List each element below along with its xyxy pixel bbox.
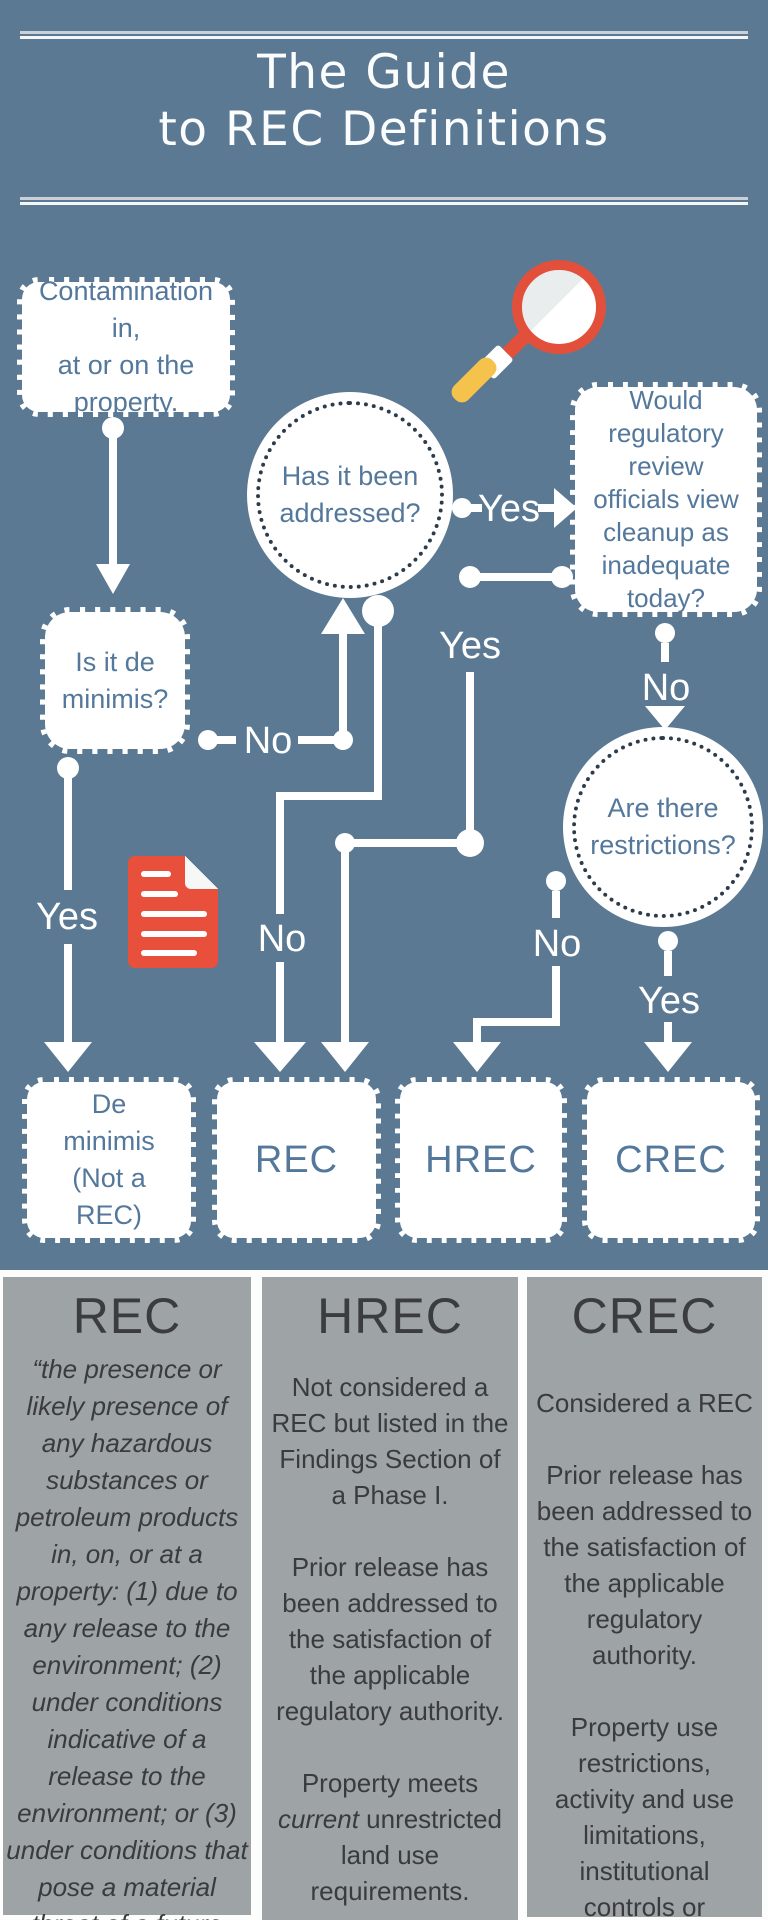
definition-column-crec: CREC Considered a REC Prior release has … [527, 1277, 762, 1920]
document-text-line [141, 871, 171, 877]
outcome-de-minimis-line1: De [91, 1089, 127, 1119]
document-fold-corner [185, 856, 218, 889]
node-contamination-line3: property. [73, 387, 179, 417]
outcome-crec: CREC [582, 1077, 760, 1243]
outcome-rec-label: REC [254, 1139, 339, 1181]
hrec-p3-italic: current [278, 1804, 359, 1834]
node-contamination-line1: Contamination in, [38, 276, 214, 343]
document-icon [128, 856, 218, 968]
outcome-de-minimis-line3: (Not a [72, 1163, 146, 1193]
document-text-line [141, 891, 178, 897]
document-text-line [141, 931, 207, 937]
outcome-de-minimis-line4: REC) [76, 1200, 142, 1230]
hrec-paragraph-3: Property meets current unrestricted land… [270, 1765, 510, 1909]
rec-definition-quote: “the presence or likely presence of any … [6, 1354, 248, 1920]
node-contamination: Contamination in, at or on the property. [17, 276, 235, 417]
crec-paragraph-1: Considered a REC [536, 1388, 753, 1418]
node-contamination-text: Contamination in, at or on the property. [22, 273, 230, 421]
outcome-rec: REC [212, 1077, 381, 1243]
document-text-line [141, 911, 207, 917]
node-de-minimis-question-text: Is it de minimis? [62, 644, 169, 718]
restrictions-q-line2: restrictions? [590, 830, 736, 860]
definition-column-hrec: HREC Not considered a REC but listed in … [262, 1277, 518, 1920]
title-bottom-rule-1 [20, 197, 748, 200]
regulatory-q-line1: Would [629, 385, 703, 415]
node-addressed-question: Has it been addressed? [247, 392, 453, 598]
regulatory-q-line4: officials view [593, 484, 739, 514]
node-addressed-question-text: Has it been addressed? [279, 458, 420, 532]
node-de-minimis-question: Is it de minimis? [40, 607, 190, 754]
dotted-ring [572, 736, 754, 918]
de-minimis-q-line2: minimis? [61, 683, 169, 714]
outcome-hrec: HREC [395, 1077, 567, 1243]
outcome-de-minimis: De minimis (Not a REC) [22, 1077, 196, 1243]
title-top-rule-1 [20, 31, 748, 34]
regulatory-q-line2: regulatory [608, 418, 724, 448]
title-top-rule-2 [20, 36, 748, 39]
rec-heading: REC [72, 1288, 182, 1344]
title-bottom-rule-2 [20, 202, 748, 205]
page-title: The Guide to REC Definitions [0, 44, 768, 158]
node-regulatory-question: Would regulatory review officials view c… [570, 382, 762, 617]
regulatory-q-line3: review [628, 451, 704, 481]
hrec-p3-post: unrestricted land use requirements. [310, 1804, 502, 1906]
regulatory-q-line5: cleanup as [603, 517, 729, 547]
outcome-de-minimis-text: De minimis (Not a REC) [63, 1086, 155, 1234]
page-title-line1: The Guide [257, 45, 511, 100]
node-regulatory-question-text: Would regulatory review officials view c… [593, 384, 738, 615]
node-restrictions-question: Are there restrictions? [563, 727, 763, 927]
outcome-de-minimis-line2: minimis [63, 1126, 155, 1156]
addressed-q-line2: addressed? [279, 498, 421, 528]
definition-column-rec: REC “the presence or likely presence of … [3, 1277, 251, 1920]
de-minimis-q-line1: Is it de [75, 646, 155, 677]
crec-paragraph-2: Prior release has been addressed to the … [536, 1460, 753, 1670]
node-contamination-line2: at or on the [57, 350, 195, 380]
crec-heading: CREC [571, 1288, 718, 1344]
magnifier-lens [512, 260, 606, 354]
hrec-paragraph-1: Not considered a REC but listed in the F… [271, 1372, 509, 1510]
page-title-line2: to REC Definitions [158, 102, 610, 157]
dotted-ring [256, 401, 444, 589]
outcome-crec-label: CREC [615, 1139, 727, 1181]
addressed-q-line1: Has it been [281, 461, 419, 491]
restrictions-q-line1: Are there [607, 793, 719, 823]
hrec-p3-pre: Property meets [301, 1768, 479, 1798]
regulatory-q-line6: inadequate [601, 550, 731, 580]
hrec-paragraph-2: Prior release has been addressed to the … [276, 1552, 504, 1726]
hrec-heading: HREC [317, 1288, 463, 1344]
regulatory-q-line7: today? [626, 583, 706, 613]
outcome-hrec-label: HREC [425, 1139, 537, 1181]
crec-paragraph-3: Property use restrictions, activity and … [554, 1712, 735, 1920]
document-text-line [141, 950, 197, 956]
node-restrictions-question-text: Are there restrictions? [590, 790, 736, 864]
